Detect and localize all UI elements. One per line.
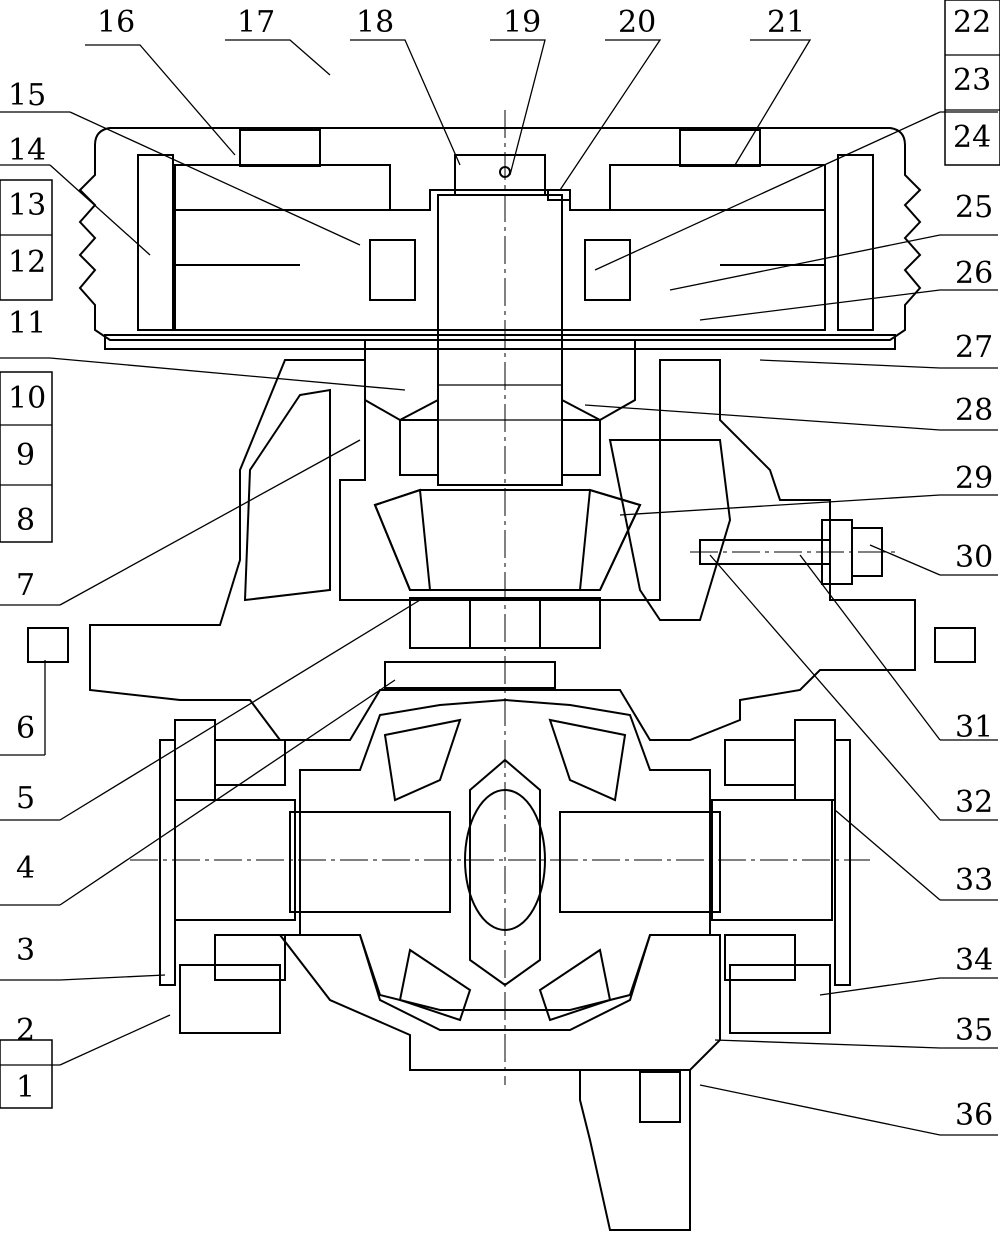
callout-14: 14: [8, 133, 46, 168]
callout-11: 11: [8, 306, 46, 341]
callout-1: 1: [16, 1070, 35, 1105]
callout-24: 24: [953, 120, 991, 155]
callout-20: 20: [618, 5, 656, 40]
callout-27: 27: [955, 330, 993, 365]
differential-assembly: [130, 698, 870, 1022]
callout-17: 17: [237, 5, 275, 40]
leader-lines: [0, 39, 998, 1136]
callout-3: 3: [16, 933, 35, 968]
cross-pin: [384, 661, 556, 689]
callout-30: 30: [955, 540, 993, 575]
callout-32: 32: [955, 785, 993, 820]
callout-9: 9: [16, 438, 35, 473]
bolt-assembly: [690, 519, 900, 585]
lower-housing: [277, 934, 721, 1231]
callout-28: 28: [955, 393, 993, 428]
callout-10: 10: [8, 381, 46, 416]
bevel-pinion: [373, 488, 642, 649]
label-boxes: [0, 0, 1000, 1109]
callout-36: 36: [955, 1098, 993, 1133]
callout-23: 23: [953, 63, 991, 98]
side-bearings: [159, 719, 851, 1034]
upper-bearings: [364, 239, 636, 476]
callout-26: 26: [955, 256, 993, 291]
top-cover-housing: [78, 127, 922, 350]
callout-31: 31: [955, 710, 993, 745]
callout-21: 21: [767, 5, 805, 40]
callout-16: 16: [97, 5, 135, 40]
callout-12: 12: [8, 245, 46, 280]
callout-15: 15: [8, 78, 46, 113]
main-housing: [27, 359, 976, 741]
callout-22: 22: [953, 5, 991, 40]
callout-29: 29: [955, 461, 993, 496]
callout-8: 8: [16, 503, 35, 538]
callout-35: 35: [955, 1013, 993, 1048]
callout-13: 13: [8, 188, 46, 223]
callout-2: 2: [16, 1013, 35, 1048]
callout-33: 33: [955, 863, 993, 898]
callout-7: 7: [16, 568, 35, 603]
callout-5: 5: [16, 781, 35, 816]
callout-19: 19: [503, 5, 541, 40]
callout-34: 34: [955, 943, 993, 978]
callout-4: 4: [16, 851, 35, 886]
callout-labels: 16 17 18 19 20 21 22 23 24 15 14 13 12 1…: [8, 5, 993, 1133]
callout-25: 25: [955, 190, 993, 225]
callout-18: 18: [356, 5, 394, 40]
callout-6: 6: [16, 711, 35, 746]
